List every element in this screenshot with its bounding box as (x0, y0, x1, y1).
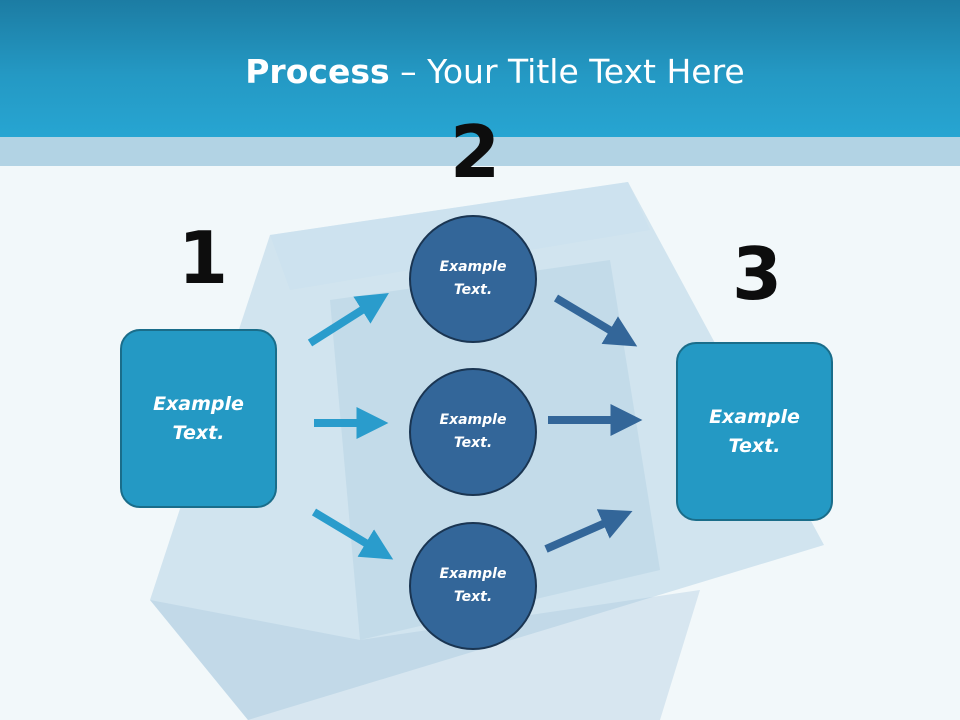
arrow-bottom-to-3 (544, 509, 633, 553)
step-2-circle-middle: Example Text. (409, 368, 537, 496)
title-underband (0, 137, 960, 166)
step-1-text: Example Text. (153, 392, 244, 444)
arrow-top-to-3 (553, 294, 638, 347)
arrow-1-to-bottom (311, 508, 394, 560)
step-number-2: 2 (450, 110, 501, 194)
step-3-box: Example Text. (676, 342, 833, 521)
page-title: Process – Your Title Text Here (0, 52, 960, 91)
arrow-1-to-top (307, 293, 389, 347)
circle-middle-text: Example Text. (439, 412, 507, 451)
step-1-box: Example Text. (120, 329, 277, 508)
title-rest: – Your Title Text Here (389, 52, 745, 91)
step-number-1: 1 (178, 216, 229, 300)
circle-bottom-text: Example Text. (439, 566, 507, 605)
step-2-circle-top: Example Text. (409, 215, 537, 343)
step-2-circle-bottom: Example Text. (409, 522, 537, 650)
title-bold: Process (245, 52, 390, 91)
title-banner (0, 0, 960, 137)
step-3-text: Example Text. (709, 405, 800, 457)
circle-top-text: Example Text. (439, 259, 507, 298)
step-number-3: 3 (732, 232, 783, 316)
